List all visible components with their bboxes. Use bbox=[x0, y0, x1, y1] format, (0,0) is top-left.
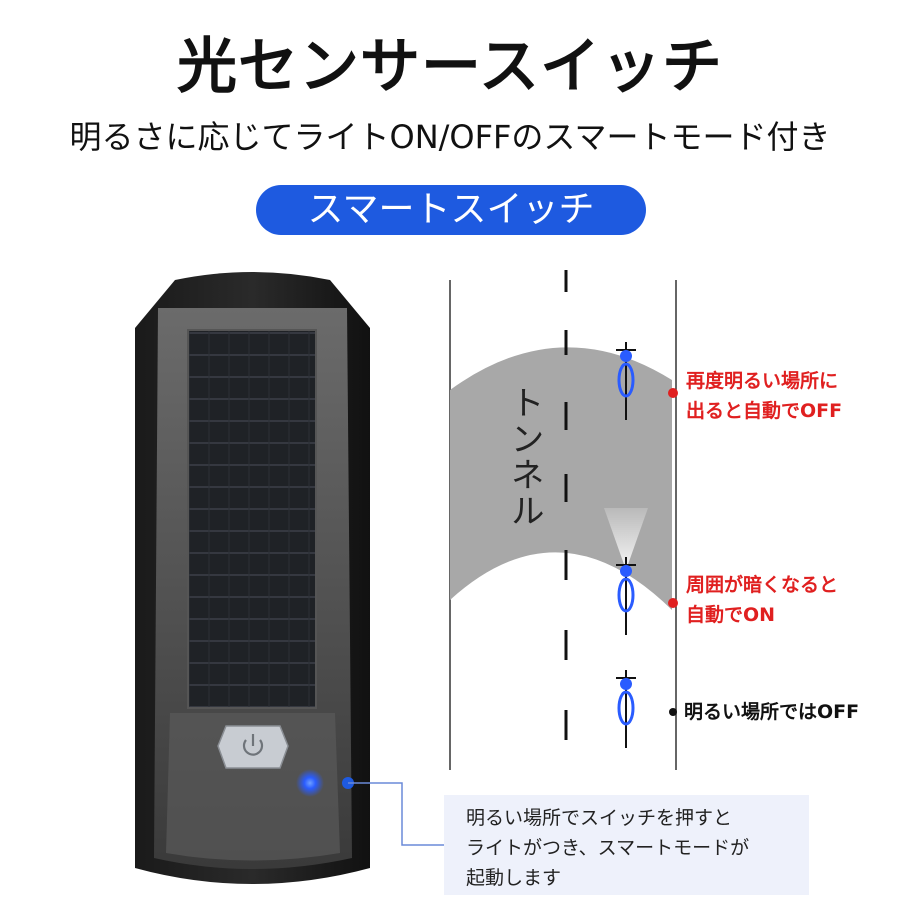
bicycle-icon bbox=[616, 342, 636, 420]
power-icon bbox=[242, 734, 264, 756]
note-bright-off: 明るい場所ではOFF bbox=[684, 697, 859, 727]
headlight-beam bbox=[604, 508, 648, 570]
note-dot bbox=[669, 708, 677, 716]
note-line: 出ると自動でOFF bbox=[686, 400, 843, 422]
note-dot bbox=[668, 598, 678, 608]
smart-switch-badge: スマートスイッチ bbox=[256, 185, 646, 235]
smart-mode-callout: 明るい場所でスイッチを押すと ライトがつき、スマートモードが 起動します bbox=[444, 795, 809, 895]
callout-connector bbox=[342, 777, 445, 846]
tunnel-area bbox=[450, 347, 672, 610]
callout-line: ライトがつき、スマートモードが bbox=[466, 837, 750, 859]
note-line: 明るい場所ではOFF bbox=[684, 701, 860, 723]
note-line: 再度明るい場所に bbox=[686, 370, 839, 392]
page-subtitle: 明るさに応じてライトON/OFFのスマートモード付き bbox=[69, 118, 831, 156]
callout-line: 起動します bbox=[466, 867, 562, 889]
note-dot bbox=[668, 388, 678, 398]
bike-light-device bbox=[135, 272, 370, 884]
note-line: 自動でON bbox=[686, 604, 776, 626]
power-button[interactable] bbox=[217, 725, 289, 769]
note-line: 周囲が暗くなると bbox=[686, 574, 839, 596]
tunnel-scene bbox=[449, 270, 677, 770]
bicycle-icon bbox=[616, 557, 636, 635]
tunnel-label: トンネル bbox=[504, 385, 544, 529]
note-enter-dark: 周囲が暗くなると 自動でON bbox=[686, 570, 838, 630]
note-exit-tunnel: 再度明るい場所に 出ると自動でOFF bbox=[686, 366, 842, 426]
bicycle-icon bbox=[616, 670, 636, 748]
callout-line: 明るい場所でスイッチを押すと bbox=[466, 807, 733, 829]
page-title: 光センサースイッチ bbox=[177, 32, 723, 102]
indicator-led bbox=[296, 769, 324, 797]
